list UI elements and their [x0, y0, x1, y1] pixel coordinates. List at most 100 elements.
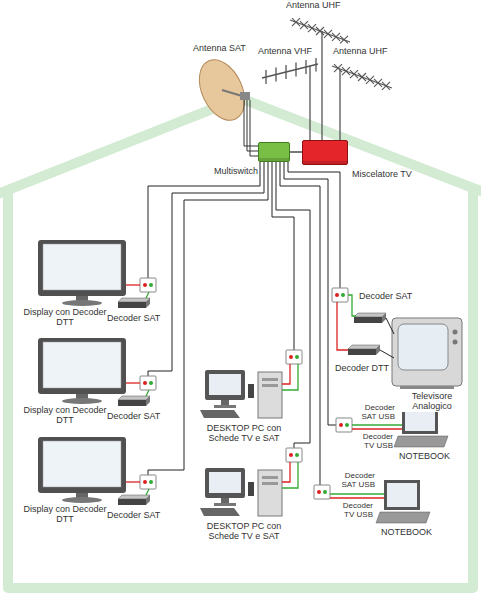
- tv-cables: [126, 481, 140, 482]
- dish-cables: [247, 100, 258, 151]
- device-label: Antenna SAT: [192, 44, 247, 54]
- house-outline: [8, 188, 473, 588]
- notebooks: [336, 418, 352, 432]
- pc-cables: [282, 364, 290, 384]
- tv-sets: [140, 376, 156, 390]
- analog-cables: [337, 302, 348, 350]
- uhf-antenna: [342, 67, 350, 75]
- connector: [290, 152, 302, 153]
- uhf-antenna: [339, 70, 340, 140]
- tv-sets: [38, 437, 126, 503]
- uhf-antenna: [366, 76, 374, 84]
- device-label: Decoder SAT: [106, 314, 161, 324]
- uhf-antenna: [290, 18, 350, 140]
- analog-tv: [400, 386, 454, 389]
- uhf-antenna: [374, 79, 382, 87]
- pc-cables: [282, 364, 298, 390]
- dish-cables: [244, 100, 258, 156]
- vhf-antenna: [305, 60, 306, 74]
- coax-wires: [284, 162, 336, 425]
- connector: [290, 151, 302, 152]
- device-label: Decoder TV USB: [336, 502, 374, 520]
- uhf-antenna: [382, 82, 390, 90]
- uhf-antenna: [316, 27, 324, 35]
- mixer-box: Miscelatore TV: [302, 140, 348, 165]
- analog-cables: [348, 295, 356, 316]
- sat-dish: [240, 92, 250, 100]
- analog-tv: [398, 324, 448, 370]
- uhf-antenna: [300, 21, 308, 29]
- vhf-antenna: [262, 58, 318, 140]
- device-label: Decoder DTT: [334, 364, 390, 374]
- device-label: Antenna UHF: [285, 1, 342, 11]
- uhf-antenna: [366, 76, 374, 84]
- usb-cables: [352, 428, 402, 429]
- tv-sets: [38, 338, 126, 404]
- usb-cables: [330, 493, 384, 494]
- device-label: Antenna UHF: [332, 47, 389, 57]
- vhf-antenna: [295, 63, 296, 77]
- tv-cables: [146, 489, 149, 495]
- tv-cables: [126, 382, 140, 383]
- device-label: Display con Decoder DTT: [22, 406, 108, 426]
- uhf-antenna: [340, 36, 348, 44]
- notebooks: [314, 404, 448, 523]
- node-label: Multiswitch: [202, 167, 259, 177]
- uhf-antenna: [308, 24, 316, 32]
- vhf-antenna: [265, 70, 266, 84]
- vhf-antenna: [275, 68, 276, 82]
- desktop-pcs: [200, 350, 302, 516]
- device-label: Decoder TV USB: [356, 433, 394, 451]
- tv-sets: [118, 396, 150, 406]
- sat-dish: [222, 90, 242, 96]
- pc-cables: [282, 462, 290, 482]
- device-label: Decoder SAT USB: [336, 472, 376, 490]
- uhf-antenna: [308, 24, 316, 32]
- analog-tv: [332, 288, 462, 389]
- tv-cables: [146, 390, 149, 396]
- uhf-antenna: [332, 64, 392, 140]
- node-label: Miscelatore TV: [351, 170, 413, 180]
- device-label: NOTEBOOK: [380, 528, 433, 538]
- uhf-antenna: [324, 30, 332, 38]
- desktop-pcs: [200, 370, 282, 418]
- uhf-antenna: [358, 73, 366, 81]
- uhf-antenna: [358, 73, 366, 81]
- uhf-antenna: [332, 33, 340, 41]
- dish-cables: [250, 100, 258, 156]
- tv-cables: [146, 292, 149, 298]
- analog-tv: [453, 330, 458, 335]
- uhf-antenna: [350, 70, 358, 78]
- analog-tv: [348, 345, 380, 355]
- uhf-antenna: [290, 20, 350, 42]
- vhf-antenna: [285, 65, 286, 79]
- uhf-antenna: [382, 82, 390, 90]
- tv-sets: [38, 240, 156, 505]
- vhf-antenna: [315, 58, 316, 72]
- coax-wires: [288, 162, 340, 288]
- tv-cables: [126, 284, 140, 285]
- uhf-antenna: [342, 67, 350, 75]
- device-label: Antenna VHF: [257, 47, 313, 57]
- uhf-antenna: [292, 18, 300, 26]
- uhf-antenna: [334, 64, 342, 72]
- desktop-pcs: [286, 350, 302, 364]
- uhf-antenna: [321, 31, 322, 140]
- coax-wires: [148, 162, 264, 376]
- tv-sets: [118, 495, 150, 505]
- uhf-antenna: [350, 70, 358, 78]
- uhf-antenna: [316, 27, 324, 35]
- device-label: NOTEBOOK: [398, 452, 451, 462]
- house-outline: [0, 98, 481, 588]
- device-label: DESKTOP PC con Schede TV e SAT: [200, 424, 288, 444]
- coax-wires: [272, 162, 294, 350]
- tv-sets: [140, 475, 156, 489]
- notebooks: [376, 480, 430, 523]
- vhf-antenna: [309, 66, 310, 140]
- uhf-antenna: [332, 66, 392, 88]
- device-label: Decoder SAT: [106, 412, 161, 422]
- desktop-pcs: [200, 468, 282, 516]
- analog-tv: [332, 288, 348, 302]
